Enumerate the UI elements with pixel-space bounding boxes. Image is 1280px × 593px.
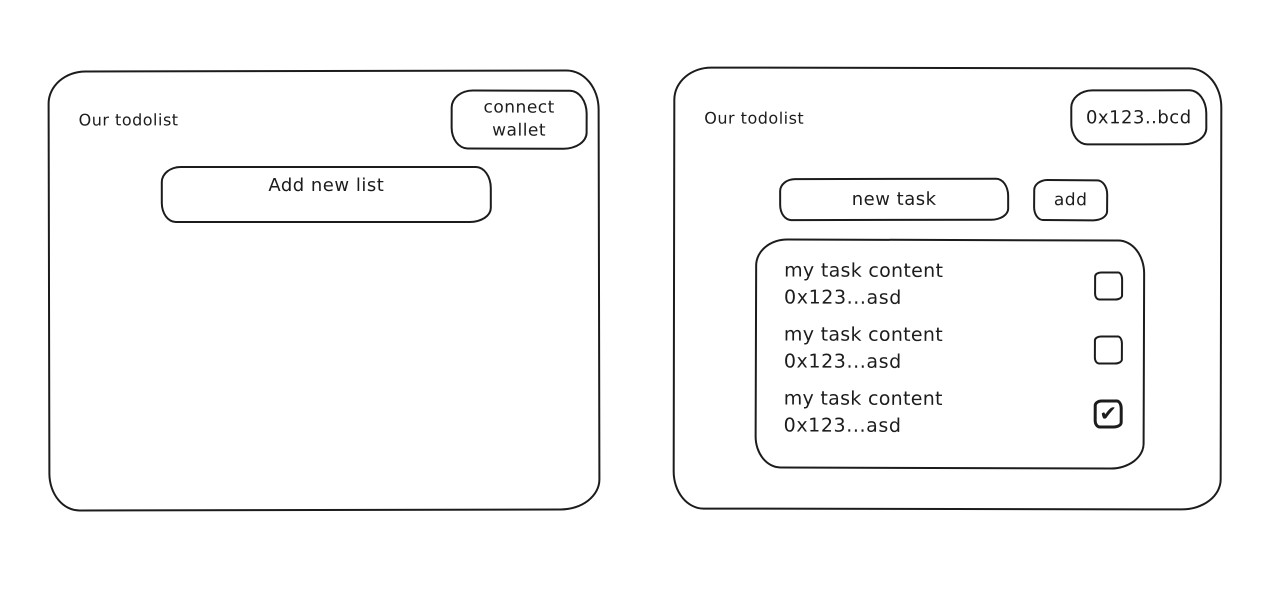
task-address: 0x123...asd [783, 350, 902, 373]
task-checkbox[interactable]: ✔ [1093, 398, 1123, 429]
task-row: my task content 0x123...asd [784, 321, 1123, 376]
task-checkbox[interactable] [1094, 270, 1124, 301]
wallet-address-button[interactable]: 0x123..bcd [1070, 89, 1208, 146]
page-title: Our todolist [704, 108, 805, 128]
task-row: my task content 0x123...asd ✔ [784, 385, 1123, 440]
task-list: my task content 0x123...asd my task cont… [754, 238, 1146, 470]
todolist-panel-disconnected: Our todolist connect wallet Add new list [47, 69, 601, 512]
task-text: my task content 0x123...asd [784, 257, 1094, 312]
task-content: my task content [783, 387, 943, 410]
connect-wallet-button[interactable]: connect wallet [450, 89, 588, 150]
add-task-button[interactable]: add [1033, 178, 1109, 222]
add-new-list-button[interactable]: Add new list [160, 165, 492, 223]
task-address: 0x123...asd [783, 414, 902, 437]
task-content: my task content [784, 259, 944, 282]
task-row: my task content 0x123...asd [784, 257, 1124, 312]
page-title: Our todolist [78, 110, 179, 130]
new-task-input[interactable]: new task [779, 177, 1010, 222]
task-checkbox[interactable] [1093, 334, 1123, 365]
todolist-panel-connected: Our todolist 0x123..bcd new task add my … [672, 66, 1223, 511]
task-text: my task content 0x123...asd [784, 385, 1094, 440]
task-address: 0x123...asd [784, 286, 903, 309]
task-text: my task content 0x123...asd [784, 321, 1094, 376]
check-icon: ✔ [1099, 400, 1118, 426]
task-content: my task content [783, 323, 944, 346]
